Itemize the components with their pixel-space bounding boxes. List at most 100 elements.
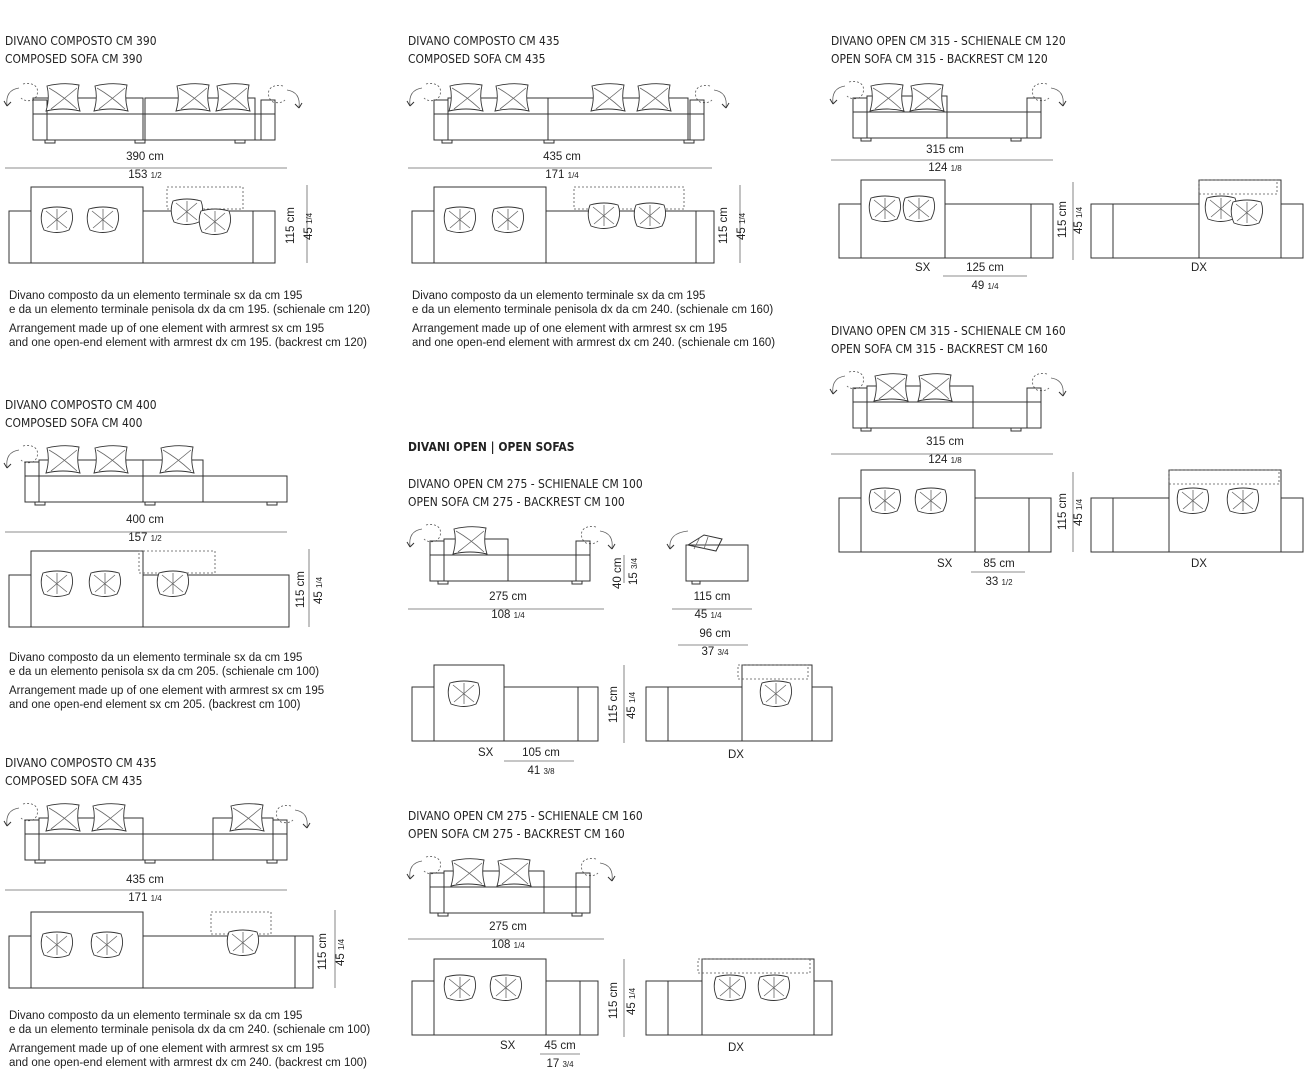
label-dx: DX: [728, 749, 744, 761]
backrest-dim-line: [971, 568, 1031, 576]
height-in: 15 3/4: [628, 557, 640, 585]
top-view-sx-drawing: [408, 957, 608, 1039]
composed-sofa-435-a: DIVANO COMPOSTO CM 435 COMPOSED SOFA CM …: [406, 32, 808, 362]
depth-dim-line: [305, 549, 313, 629]
title-it: DIVANO OPEN CM 315 - SCHIENALE CM 160: [831, 323, 1066, 338]
backrest-cm: 85 cm: [983, 558, 1015, 570]
open-sofa-315-backrest-160: DIVANO OPEN CM 315 - SCHIENALE CM 160 OP…: [829, 322, 1311, 592]
backrest-cm: 105 cm: [522, 747, 560, 759]
backrest-in: 33 1/2: [985, 576, 1013, 588]
backrest-dim-line: [504, 757, 584, 765]
width-cm: 435 cm: [126, 874, 164, 886]
depth-in: 45 1/4: [335, 938, 347, 966]
top-view-dx-drawing: [1087, 178, 1316, 262]
width-in: 171 1/4: [128, 892, 162, 904]
depth-cm: 115 cm: [295, 571, 307, 608]
title-en: OPEN SOFA CM 315 - BACKREST CM 160: [831, 341, 1048, 356]
title-en: OPEN SOFA CM 315 - BACKREST CM 120: [831, 51, 1048, 66]
depth-dim-line: [303, 185, 311, 265]
width-in: 124 1/8: [928, 162, 962, 174]
width-in: 171 1/4: [545, 169, 579, 181]
top-view-dx-drawing: [1087, 468, 1316, 552]
title-en: COMPOSED SOFA CM 390: [5, 51, 143, 66]
label-sx: SX: [915, 262, 931, 274]
side-depth-cm: 115 cm: [693, 591, 731, 603]
title-en: OPEN SOFA CM 275 - BACKREST CM 100: [408, 494, 625, 509]
title-it: DIVANO OPEN CM 315 - SCHIENALE CM 120: [831, 33, 1066, 48]
depth-in: 45 1/4: [626, 691, 638, 719]
depth-in: 45 1/4: [303, 212, 315, 240]
width-dim-line: [408, 605, 608, 613]
title-it: DIVANO COMPOSTO CM 435: [408, 33, 560, 48]
depth-cm: 115 cm: [1057, 493, 1069, 530]
depth-dim-line: [331, 910, 339, 990]
title-it: DIVANO OPEN CM 275 - SCHIENALE CM 100: [408, 476, 643, 491]
depth-cm: 115 cm: [317, 933, 329, 970]
depth-dim-line: [736, 185, 744, 265]
title-it: DIVANO COMPOSTO CM 400: [5, 397, 157, 412]
side-depth-dim: [672, 605, 762, 613]
section-title-open-sofas: DIVANI OPEN | OPEN SOFAS: [408, 439, 575, 454]
depth-in: 45 1/4: [626, 987, 638, 1015]
label-sx: SX: [937, 558, 953, 570]
seat-depth-cm: 96 cm: [699, 628, 731, 640]
top-view-drawing: [408, 185, 728, 270]
depth-cm: 115 cm: [608, 686, 620, 723]
width-dim-line: [831, 156, 1061, 164]
front-view-drawing: [406, 856, 616, 921]
open-sofa-275-backrest-160: DIVANO OPEN CM 275 - SCHIENALE CM 160 OP…: [406, 807, 838, 1080]
front-view-drawing: [3, 83, 303, 148]
side-depth-in: 45 1/4: [694, 609, 722, 621]
top-view-drawing: [5, 910, 315, 995]
depth-dim-line: [1069, 182, 1077, 262]
label-dx: DX: [728, 1042, 744, 1054]
width-dim-line: [5, 528, 295, 536]
width-dim-line: [831, 450, 1061, 458]
front-view-drawing: [829, 371, 1067, 436]
backrest-in: 41 3/8: [527, 765, 555, 777]
open-sofa-275-backrest-100: DIVANO OPEN CM 275 - SCHIENALE CM 100 OP…: [406, 475, 838, 785]
side-view-drawing: [664, 519, 754, 589]
width-cm: 400 cm: [126, 514, 164, 526]
width-dim-line: [5, 886, 295, 894]
width-cm: 315 cm: [926, 144, 964, 156]
width-in: 153 1/2: [128, 169, 162, 181]
label-dx: DX: [1191, 558, 1207, 570]
width-in: 124 1/8: [928, 454, 962, 466]
width-cm: 435 cm: [543, 151, 581, 163]
depth-in: 45 1/4: [1073, 206, 1085, 234]
seat-depth-dim: [678, 641, 758, 649]
title-en: COMPOSED SOFA CM 435: [408, 51, 546, 66]
width-cm: 315 cm: [926, 436, 964, 448]
depth-in: 45 1/4: [736, 212, 748, 240]
label-sx: SX: [478, 747, 494, 759]
height-cm: 40 cm: [612, 557, 624, 589]
front-view-drawing: [406, 524, 616, 589]
depth-cm: 115 cm: [718, 207, 730, 244]
composed-sofa-390: DIVANO COMPOSTO CM 390 COMPOSED SOFA CM …: [3, 32, 385, 362]
top-view-dx-drawing: [642, 957, 842, 1039]
width-cm: 275 cm: [489, 921, 527, 933]
depth-dim-line: [620, 959, 628, 1039]
depth-dim-line: [1069, 472, 1077, 556]
depth-dim-line: [620, 665, 628, 745]
width-dim-line: [408, 935, 608, 943]
depth-cm: 115 cm: [608, 982, 620, 1019]
title-it: DIVANO COMPOSTO CM 390: [5, 33, 157, 48]
depth-cm: 115 cm: [285, 207, 297, 244]
title-en: OPEN SOFA CM 275 - BACKREST CM 160: [408, 826, 625, 841]
depth-in: 45 1/4: [1073, 498, 1085, 526]
backrest-dim-line: [943, 272, 1033, 280]
front-height-dim: [620, 555, 628, 585]
title-en: COMPOSED SOFA CM 435: [5, 773, 143, 788]
front-view-drawing: [406, 83, 730, 148]
depth-cm: 115 cm: [1057, 201, 1069, 238]
title-en: COMPOSED SOFA CM 400: [5, 415, 143, 430]
description: Divano composto da un elemento terminale…: [9, 652, 325, 711]
title-it: DIVANO COMPOSTO CM 435: [5, 755, 157, 770]
backrest-dim-line: [540, 1050, 590, 1058]
width-cm: 390 cm: [126, 151, 164, 163]
width-dim-line: [408, 164, 718, 172]
backrest-cm: 125 cm: [966, 262, 1004, 274]
top-view-sx-drawing: [408, 663, 608, 745]
